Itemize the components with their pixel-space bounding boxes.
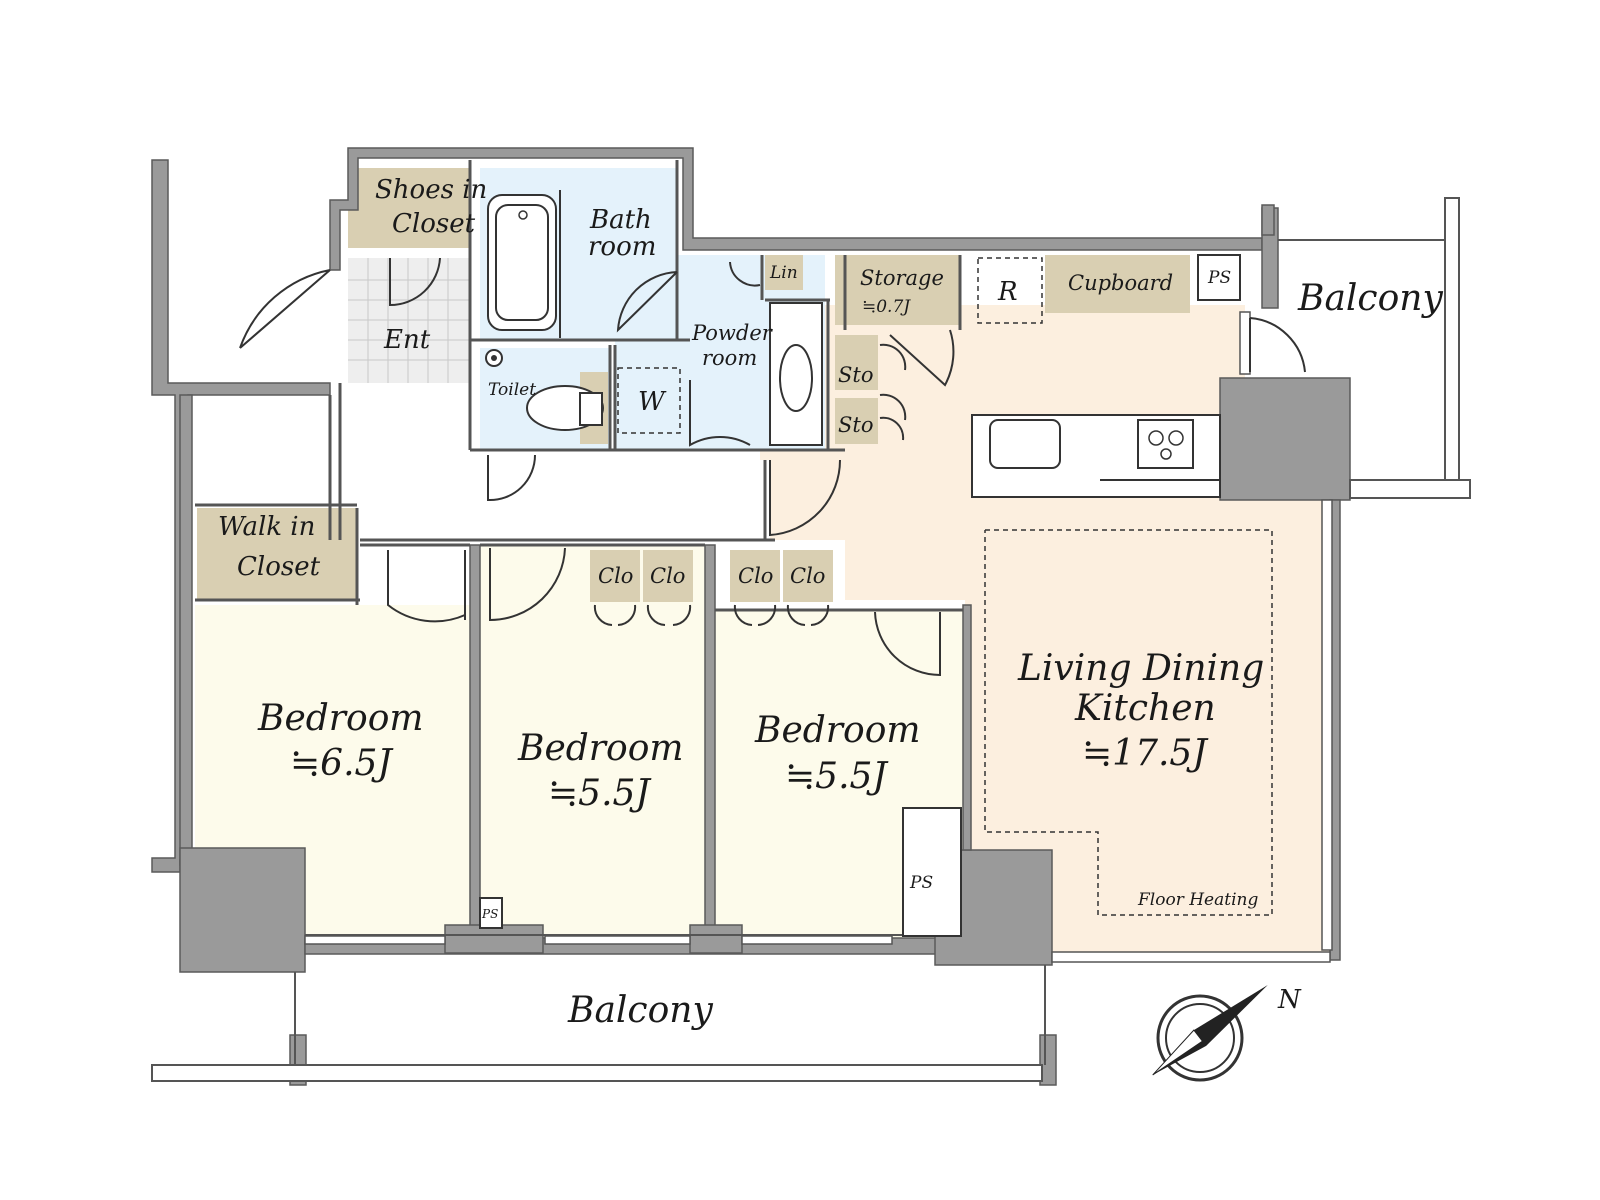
powder-label-1: Powder: [691, 321, 774, 345]
walk-in-closet-label-2: Closet: [237, 552, 321, 582]
clo-1-floor: [590, 550, 640, 602]
window-balcony-door: [1239, 311, 1251, 375]
ldk-name-line-1: Living Dining: [1017, 648, 1264, 689]
clo-2-label: Clo: [650, 564, 685, 588]
bedroom-2-name: Bedroom: [517, 728, 684, 769]
wall-top-wet: [329, 147, 1263, 271]
shoes-closet-floor: [348, 168, 470, 248]
ps-kitchen-label: PS: [1207, 268, 1231, 288]
toilet-label: Toilet: [488, 380, 536, 400]
sto-2-label: Sto: [838, 413, 873, 437]
bedroom-1-name: Bedroom: [257, 698, 424, 739]
bedroom-2-area: ≒5.5J: [548, 773, 652, 814]
shoes-closet-label-1: Shoes in: [375, 175, 487, 205]
storage-floor: [835, 255, 960, 325]
refrigerator-space: [977, 257, 1043, 324]
lin-floor: [765, 255, 803, 290]
floor-heating-zone: [984, 529, 1273, 916]
doors: [239, 257, 1306, 677]
walk-in-closet-label-1: Walk in: [218, 512, 315, 542]
sto-2-floor: [835, 398, 878, 444]
column-bed-1-2: [444, 924, 544, 954]
clo-4-label: Clo: [790, 564, 825, 588]
walls: [151, 147, 1351, 1086]
ps-bedroom-label: PS: [481, 907, 498, 921]
wall-bedroom-divider-3: [962, 604, 972, 851]
washer-label: W: [638, 387, 667, 417]
ldk-area: ≒17.5J: [1082, 733, 1209, 774]
wall-bedroom-divider-2: [704, 544, 716, 939]
washer-space: [617, 367, 681, 434]
window-bedroom-1: [304, 935, 446, 945]
balcony-south-label: Balcony: [567, 990, 713, 1031]
cupboard-label: Cupboard: [1068, 271, 1173, 295]
storage-area-label: ≒0.7J: [862, 297, 911, 317]
storage-label: Storage: [860, 266, 944, 290]
bath-label-2: room: [588, 232, 656, 262]
labels: Shoes in Closet Bath room Lin Storage ≒0…: [218, 175, 1443, 1031]
balcony-east-post: [1261, 204, 1275, 236]
wall-left-column: [179, 394, 193, 866]
bedroom-1-area: ≒6.5J: [290, 743, 394, 784]
column-kitchen: [1219, 377, 1351, 501]
clo-3-label: Clo: [738, 564, 773, 588]
stove-icon: [1137, 419, 1194, 469]
window-bedroom-3: [741, 935, 893, 945]
window-bedroom-2: [544, 935, 691, 945]
balconies: [151, 197, 1471, 1082]
thin-walls: [195, 160, 963, 936]
bedroom-1-floor: [195, 605, 470, 938]
shoes-closet-label-2: Closet: [392, 209, 476, 239]
window-ldk-right: [1321, 499, 1333, 951]
refrigerator-label: R: [997, 277, 1018, 307]
kitchen-sink-icon: [989, 419, 1061, 469]
floor-heating-label: Floor Heating: [1137, 890, 1258, 910]
bedroom-3-name: Bedroom: [754, 710, 921, 751]
clo-2-floor: [643, 550, 693, 602]
lin-label: Lin: [769, 263, 798, 283]
clo-3-floor: [730, 550, 780, 602]
ps-middle-label: PS: [909, 873, 933, 893]
bath-label-1: Bath: [589, 205, 652, 235]
compass: N: [1152, 985, 1302, 1082]
powder-sink-icon: [779, 344, 813, 412]
column-bed-2-3: [689, 924, 743, 954]
bedroom-2-floor: [480, 545, 705, 938]
ldk-name-line-2: Kitchen: [1074, 688, 1216, 729]
clo-1-label: Clo: [598, 564, 633, 588]
window-ldk-bottom: [1051, 951, 1331, 963]
entrance-label: Ent: [383, 325, 431, 355]
entrance-tile-grid: [348, 258, 470, 383]
sto-1-floor: [835, 335, 878, 390]
clo-4-floor: [783, 550, 833, 602]
column-bedroom-1: [179, 847, 306, 973]
fixtures: [479, 190, 1273, 937]
cupboard-floor: [1045, 255, 1190, 313]
bedroom-3-area: ≒5.5J: [785, 756, 889, 797]
powder-label-2: room: [702, 346, 757, 370]
compass-north-label: N: [1277, 985, 1302, 1015]
sto-1-label: Sto: [838, 363, 873, 387]
wall-bedroom-divider-1: [469, 544, 481, 939]
balcony-east-label: Balcony: [1297, 278, 1443, 319]
